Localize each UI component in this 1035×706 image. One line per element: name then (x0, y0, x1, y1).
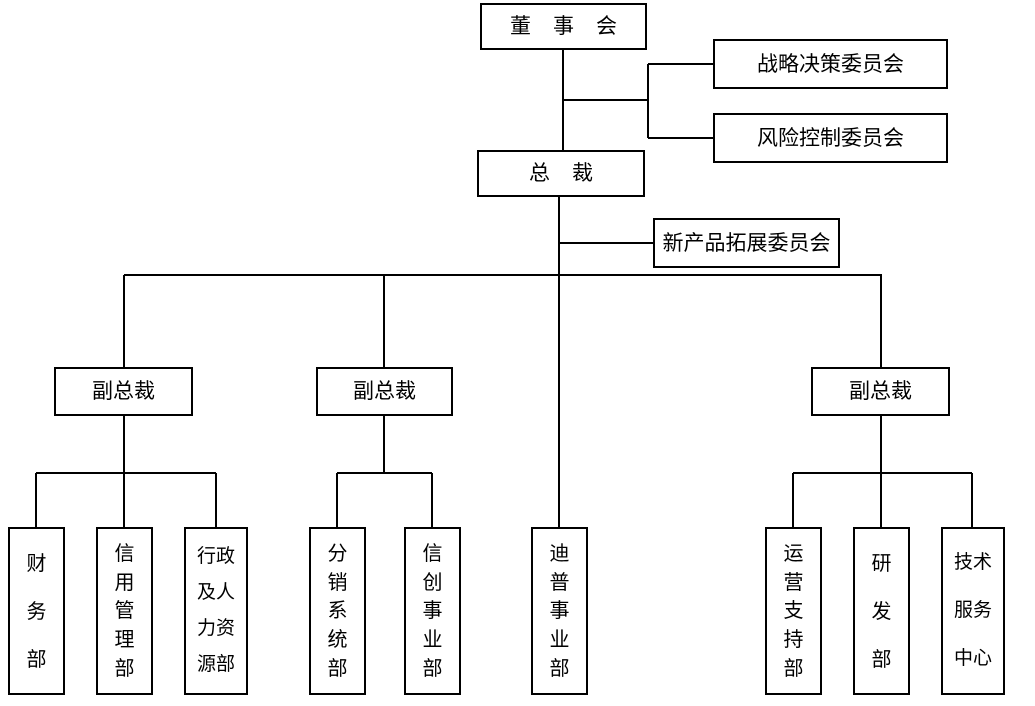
node-text-line: 普 (549, 569, 570, 594)
node-dept-hr[interactable]: 行政及人力资源部 (184, 527, 248, 695)
node-text-line: 运 (783, 540, 804, 565)
node-text-line: 销 (327, 569, 348, 594)
node-text-line: 部 (871, 646, 892, 671)
node-text-line: 技术 (953, 551, 992, 574)
node-president[interactable]: 总裁 (477, 150, 645, 197)
node-text-line: 部 (549, 656, 570, 681)
node-text-line: 统 (327, 627, 348, 652)
node-text-line: 支 (783, 598, 804, 623)
node-text-line: 部 (422, 656, 443, 681)
node-text-line: 理 (114, 627, 135, 652)
node-dept-finance[interactable]: 财务部 (8, 527, 65, 695)
node-vice-president-2[interactable]: 副总裁 (316, 367, 453, 416)
node-text-line: 管 (114, 598, 135, 623)
node-text-line: 营 (783, 569, 804, 594)
node-text-line: 系 (327, 598, 348, 623)
node-text-line: 业 (422, 627, 443, 652)
node-dept-distribution[interactable]: 分销系统部 (309, 527, 366, 695)
node-text-line: 信 (422, 540, 443, 565)
node-text-line: 部 (26, 646, 47, 671)
node-text-line: 财 (26, 550, 47, 575)
node-dept-xinchuang[interactable]: 信创事业部 (404, 527, 461, 695)
node-vice-president-1[interactable]: 副总裁 (54, 367, 193, 416)
node-dept-rd[interactable]: 研发部 (853, 527, 910, 695)
node-text-line: 用 (114, 569, 135, 594)
node-strategy-committee[interactable]: 战略决策委员会 (713, 39, 948, 89)
node-text-line: 迪 (549, 540, 570, 565)
node-board[interactable]: 董事会 (480, 3, 647, 50)
node-text-line: 持 (783, 627, 804, 652)
node-text-line: 研 (871, 550, 892, 575)
node-text-line: 分 (327, 540, 348, 565)
node-text-line: 事 (549, 598, 570, 623)
node-text-line: 力资 (196, 617, 235, 640)
node-text-line: 业 (549, 627, 570, 652)
node-text-line: 部 (114, 656, 135, 681)
node-dept-credit[interactable]: 信用管理部 (96, 527, 153, 695)
node-text-line: 事 (422, 598, 443, 623)
node-text-line: 创 (422, 569, 443, 594)
node-text-line: 务 (26, 598, 47, 623)
node-text-line: 发 (871, 598, 892, 623)
node-text-line: 部 (327, 656, 348, 681)
node-text-line: 中心 (953, 647, 992, 670)
node-dept-tech-service[interactable]: 技术服务中心 (941, 527, 1005, 695)
node-text-line: 服务 (953, 599, 992, 622)
node-text-line: 部 (783, 656, 804, 681)
node-text-line: 信 (114, 540, 135, 565)
node-text-line: 及人 (196, 581, 235, 604)
node-text-line: 行政 (196, 545, 235, 568)
node-dept-dptech[interactable]: 迪普事业部 (531, 527, 588, 695)
node-new-product-committee[interactable]: 新产品拓展委员会 (653, 218, 840, 268)
node-dept-operations[interactable]: 运营支持部 (765, 527, 822, 695)
node-risk-committee[interactable]: 风险控制委员会 (713, 113, 948, 163)
node-text-line: 源部 (196, 653, 235, 676)
node-vice-president-3[interactable]: 副总裁 (811, 367, 950, 416)
